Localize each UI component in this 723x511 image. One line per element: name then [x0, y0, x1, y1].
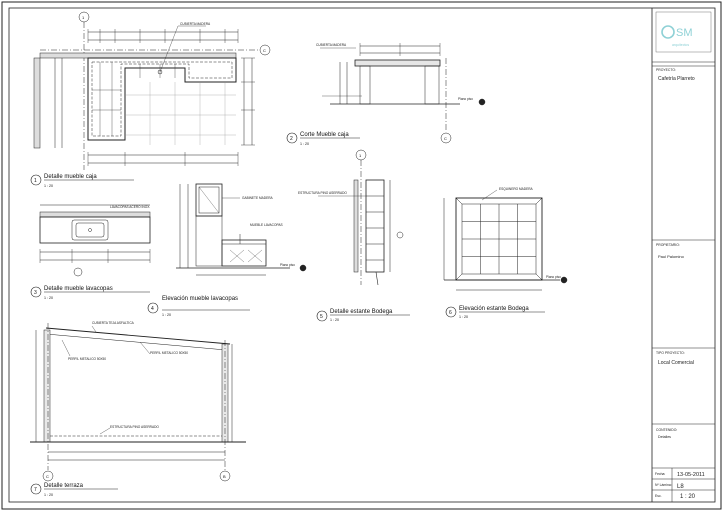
- drawing-5-scale: 1 : 20: [330, 318, 339, 322]
- drawing-1-plan: [33, 11, 271, 170]
- drawings-1-num-text: 2: [290, 136, 293, 142]
- drawing-6-name: Elevación estante Bodega: [459, 306, 529, 312]
- drawing-1-name: Detalle mueble caja: [44, 174, 97, 180]
- drawing-1-title: 1 Detalle mueble caja 1 : 20: [30, 174, 134, 188]
- drawings-4-num-text: 5: [320, 314, 323, 320]
- callout-cubierta-madera-2: CUBIERTA MADERA: [316, 43, 347, 47]
- type-caption: TIPO PROYECTO:: [656, 351, 685, 355]
- date-value: 13-05-2011: [677, 472, 705, 478]
- logo: SM arquitectos: [661, 25, 693, 47]
- drawing-7-name: Detalle terraza: [44, 483, 84, 489]
- scale-value: 1 : 20: [680, 494, 696, 500]
- callout-cubierta-madera: CUBIERTA MADERA: [180, 22, 211, 26]
- project-caption: PROYECTO:: [656, 68, 676, 72]
- logo-subtext: arquitectos: [672, 43, 689, 47]
- drawing-6-scale: 1 : 20: [459, 315, 468, 319]
- callout-cubierta-teja: CUBIERTA TEJA ASFALTICA: [92, 321, 135, 325]
- callout-plano-piso-2: Plano piso: [280, 263, 295, 267]
- drawing-3-name: Detalle mueble lavacopas: [44, 286, 113, 292]
- drawing-5-title: 5 Detalle estante Bodega 1 : 20: [316, 309, 410, 322]
- callout-lavacopas: LAVACOPAS ACERO INOX.: [110, 205, 150, 209]
- drawing-2-title: 2 Corte Mueble caja 1 : 20: [286, 132, 360, 146]
- type-value: Local Comercial: [658, 360, 694, 366]
- drawings-6-num-text: 7: [34, 487, 37, 493]
- drawing-3-title: 3 Detalle mueble lavacopas 1 : 20: [30, 286, 150, 300]
- content-value: Detalles: [658, 435, 671, 439]
- drawing-5-name: Detalle estante Bodega: [330, 309, 393, 315]
- logo-text: SM: [676, 27, 693, 39]
- sheet-frame: [8, 7, 716, 503]
- drawing-6-title: 6 Elevación estante Bodega 1 : 20: [445, 306, 545, 319]
- drawings-5-num-text: 6: [449, 310, 452, 316]
- grid-marker-1: 1: [82, 15, 85, 20]
- drawing-4-name: Elevación mueble lavacopas: [162, 296, 238, 302]
- drawing-1-scale: 1 : 20: [44, 184, 53, 188]
- drawing-4-scale: 1 : 20: [162, 313, 171, 317]
- callout-plano-piso-1: Plano piso: [458, 97, 473, 101]
- callout-estructura: ESTRUCTURA PINO ASERRADO: [298, 191, 347, 195]
- content-caption: CONTENIDO:: [656, 428, 677, 432]
- drawing-3-plan: [39, 204, 151, 277]
- callout-perfil-metalico: PERFIL METALICO 50X50: [68, 357, 106, 361]
- callout-perfil-metalico-2: PERFIL METALICO 50X50: [150, 351, 188, 355]
- title-block: SM arquitectos PROYECTO: Cafetría Plarre…: [651, 8, 715, 502]
- sheet-number: L8: [677, 484, 684, 490]
- date-caption: Fecha:: [655, 472, 665, 476]
- grid-marker-b: B: [223, 474, 226, 479]
- drawing-2-name: Corte Mueble caja: [300, 132, 349, 138]
- drawing-7-title: 7 Detalle terraza 1 : 20: [30, 483, 118, 497]
- callout-mueble-lav: MUEBLE LAVACOPAS: [250, 223, 283, 227]
- callout-esquinero: ESQUINERO MADERA: [499, 187, 534, 191]
- drawing-3-scale: 1 : 20: [44, 296, 53, 300]
- drawing-4-title: 4 Elevación mueble lavacopas 1 : 20: [147, 296, 250, 317]
- drawings-3-num-text: 4: [151, 306, 154, 312]
- grid-marker-1-2: 1: [359, 153, 362, 158]
- grid-marker-c: C: [263, 48, 266, 53]
- callout-plano-piso-3: Plano piso: [546, 275, 561, 279]
- drawing-7-section: [30, 323, 246, 482]
- drawing-2-section: [320, 43, 486, 144]
- drawing-2-scale: 1 : 20: [300, 142, 309, 146]
- project-name: Cafetría Plarreto: [658, 76, 695, 82]
- scale-caption: Esc.: [655, 494, 662, 498]
- grid-marker-c-2: C: [444, 136, 447, 141]
- drawing-4-elevation: [176, 183, 307, 276]
- drawing-5-section: [318, 149, 404, 286]
- drawing-7-scale: 1 : 20: [44, 493, 53, 497]
- owner-caption: PROPIETARIO:: [656, 243, 680, 247]
- drawings-0-num-text: 1: [34, 178, 37, 184]
- callout-gabinete: GABINETE MADERA: [242, 196, 274, 200]
- sheet-caption: Nº Lámina:: [655, 483, 672, 487]
- grid-marker-c-3: C: [46, 474, 49, 479]
- drawing-6-elevation: [443, 189, 568, 291]
- callout-estructura-2: ESTRUCTURA PINO ASERRADO: [110, 425, 159, 429]
- owner-name: Paul Palomino: [658, 254, 685, 259]
- drawings-2-num-text: 3: [34, 290, 37, 296]
